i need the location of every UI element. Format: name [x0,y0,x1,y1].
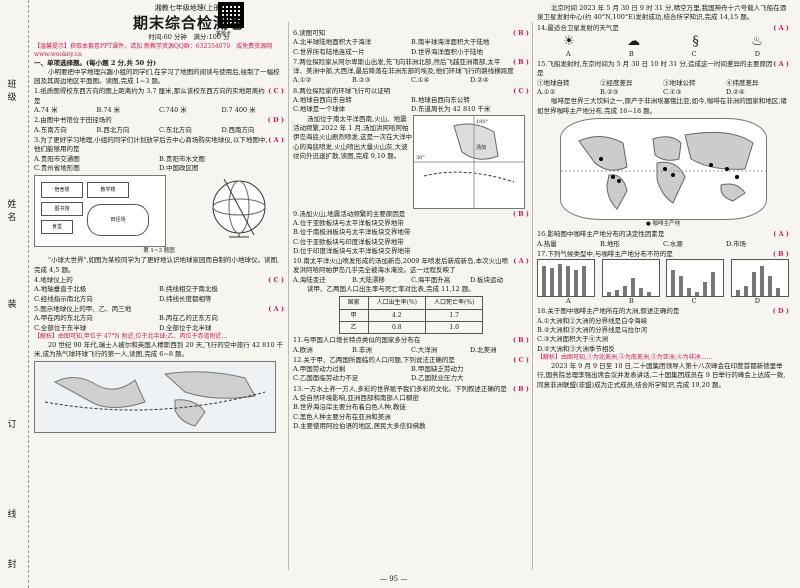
weather-symbols: ☀ ☁ § ♨ [537,34,789,49]
question-14: ( A )14.最适合卫星发射的天气是 [537,23,789,32]
intro-text: 汤加位于南太平洋西南,火山、地震活动频繁,2022 年 1 月,汤加洪阿哈阿帕伊… [293,114,413,160]
sunny-icon: ☀ [563,33,575,49]
question-16: ( A )16.影响图中咖啡主产地分布的决定性因素是 [537,230,789,239]
coffee-world-map [559,117,767,220]
world-route-map [34,361,276,434]
globe-figure [194,175,284,245]
section-heading: 一、单项选择题。(每小题 2 分,共 50 分) [34,58,157,67]
question-7: ( B )7.两位探险家从阿尔卑斯山出发,先飞向非洲北部,然后飞越亚洲南部,太平… [293,57,529,76]
question-3: ( A )3.为了更好学习地理,小组的同学们计划放学后去中心商场购买地球仪,以下… [34,135,284,154]
question-9: ( B )9.汤加火山,地震活动频繁的主要原因是 [293,209,529,218]
question-4: ( C )4.地球仪上的 [34,276,284,285]
climate-chart-c [666,259,725,298]
intro-text: 北京时间 2023 年 5 月 30 日 9 时 31 分,晴空万里,我国神舟十… [537,4,787,22]
exam-title: 期末综合检测卷 [132,14,245,33]
figure-caption: 第 1~3 题图 [143,248,175,255]
campus-map-figure: 宿舍楼 教学楼 图书馆 食堂 田径场 [34,175,166,248]
intro-text: "小球大世界",如图为某校同学为了更好地认识地球家园而自制的小地球仪。读图,完成… [34,256,280,274]
binding-label: 封 [7,560,17,570]
question-2: ( D )2.由图中书馆位于田径场的 [34,116,284,125]
notice: 【温馨提示】获取本套卷PPT课件，请加 新教学资源QQ群：632354070 成… [34,42,273,58]
sandstorm-icon: § [692,33,699,49]
question-8: ( C )8.两位探险家的环球飞行可以证明 [293,86,529,95]
tonga-map-figure: 汤加 30° 180° [413,114,525,209]
column-3: 北京时间 2023 年 5 月 30 日 9 时 31 分,晴空万里,我国神舟十… [537,4,789,390]
binding-label: 班 [7,80,17,90]
intro-text: 2023 年 9 月 9 日至 10 日,二十国集团领导人第十八次峰会在印度首都… [537,361,786,389]
binding-label: 名 [7,213,17,223]
question-18: ( D )18.关于图中咖啡主产地所在的大洲,叙述正确的是 [537,307,789,316]
binding-label: 订 [7,420,17,430]
map-caption: ● 咖啡主产地 [645,220,681,227]
qr-code-icon [218,2,244,28]
question-12: ( C )12.关于甲、乙两国所面临的人口问题,下列说法正确的是 [293,355,529,364]
exam-meta: 时间:60 分钟 满分:100 分 [148,33,230,42]
exam-subtitle: 湘教七年级地理(上册) [154,4,224,12]
question-1: ( C )1.纸质图得校东西方向的图上距离约为 3.7 厘米,那么该校东西方向的… [34,87,284,105]
binding-label: 级 [7,93,17,103]
cloudy-icon: ☁ [627,33,641,49]
binding-margin: 班 级 姓 名 装 订 线 封 [0,0,29,588]
question-10: ( A )10.南太平洋火山喷发形成的汤加新岛,2009 年喷发后新成新岛,本次… [293,257,529,275]
question-17: ( B )17.下列气候类型中,与咖啡主产地分布不符的是 [537,249,789,258]
binding-label: 装 [7,300,17,310]
question-13: ( B )13.一方水土养一方人,多彩的世界赋予我们多彩的文化。下列叙述正确的是 [293,384,529,393]
column-1: 湘教七年级地理(上册) 期末综合检测卷 时间:60 分钟 满分:100 分 【温… [34,4,284,434]
typhoon-icon: ♨ [751,33,763,49]
intro-text: 咖啡是世界三大饮料之一,原产于非洲埃塞俄比亚,如今,咖啡在非洲的国家和地区,诸如… [537,97,787,115]
analysis: 【解析】由图可知,甲位于 47°N 附近,位于北半球;乙、丙位于赤道附近… [34,332,228,340]
intro-text: 读甲、乙两国人口出生率与死亡率对比表,完成 11,12 题。 [307,285,475,294]
climate-chart-a [537,259,595,298]
analysis: 【解析】由图可知,①为北美洲,②为南美洲,③为亚洲,④为非洲…… [537,353,713,361]
binding-label: 线 [7,510,17,520]
intro-text: 20 世纪 90 年代,瑞士人被尔和英国人穆斯西到 20 天,飞行的空中旅行 4… [34,340,284,359]
binding-label: 姓 [7,200,17,210]
intro-text: 小明要把中学地理兴趣小组的同学们,在学习了地图的阅读与使用后,绘制了一幅校园及其… [34,67,280,86]
question-11: ( B )11.与甲国人口增长特点类似的国家多分布在 [293,336,529,345]
page-number: — 95 — [380,575,408,583]
climate-chart-b [601,259,660,298]
qr-label: 答题卡 [216,31,232,37]
climate-charts [537,259,789,298]
question-5: ( A )5.图示地球仪上的甲、乙、丙三地 [34,304,284,313]
question-15: ( A )15.飞船发射时,东京时间为 5 月 30 日 10 时 31 分,造… [537,60,789,78]
climate-chart-d [730,259,789,298]
question-6: ( B )6.读图可知 [293,29,529,37]
